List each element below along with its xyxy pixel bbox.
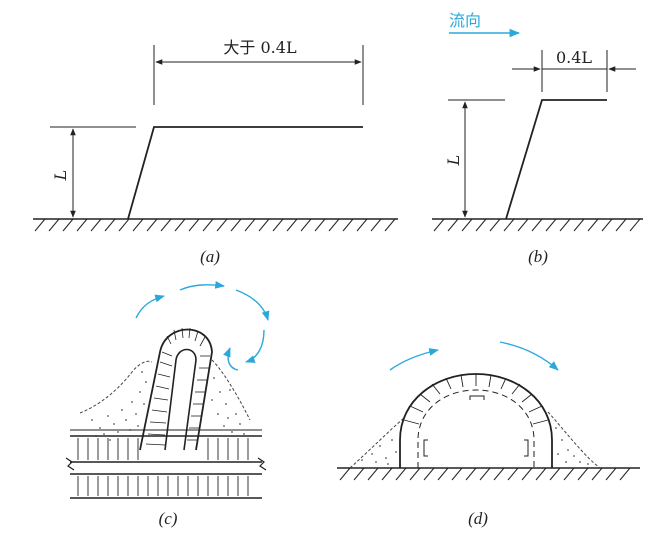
ground-b xyxy=(432,218,643,232)
sand-deposit-right-c xyxy=(211,377,245,435)
track-layers-c xyxy=(65,429,267,499)
sand-deposit-d xyxy=(361,427,589,465)
panel-c: (c) xyxy=(65,281,270,528)
embankment-profile-a xyxy=(127,126,363,220)
arch-structure-d xyxy=(399,373,553,468)
ground-d xyxy=(337,467,640,481)
caption-d: (d) xyxy=(468,509,488,528)
height-label-a: L xyxy=(51,170,70,182)
panel-d: (d) xyxy=(337,341,640,528)
panel-a: L 大于 0.4L (a) xyxy=(33,38,398,266)
snow-drift-c xyxy=(79,359,251,421)
caption-c: (c) xyxy=(159,509,178,528)
width-label-a: 大于 0.4L xyxy=(223,38,297,57)
panel-b: 流向 L 0.4L (b) xyxy=(432,11,643,266)
width-label-b: 0.4L xyxy=(556,48,592,67)
caption-b: (b) xyxy=(528,247,548,266)
culvert-structure-c xyxy=(139,327,213,451)
wind-flow-arrows-d xyxy=(389,341,559,371)
caption-a: (a) xyxy=(200,247,220,266)
ground-a xyxy=(33,218,398,232)
wind-flow-arrows-c xyxy=(135,281,270,371)
height-label-b: L xyxy=(444,155,463,167)
snow-drift-d xyxy=(349,411,601,469)
embankment-profile-b xyxy=(505,99,607,220)
flow-direction-label: 流向 xyxy=(449,11,481,30)
